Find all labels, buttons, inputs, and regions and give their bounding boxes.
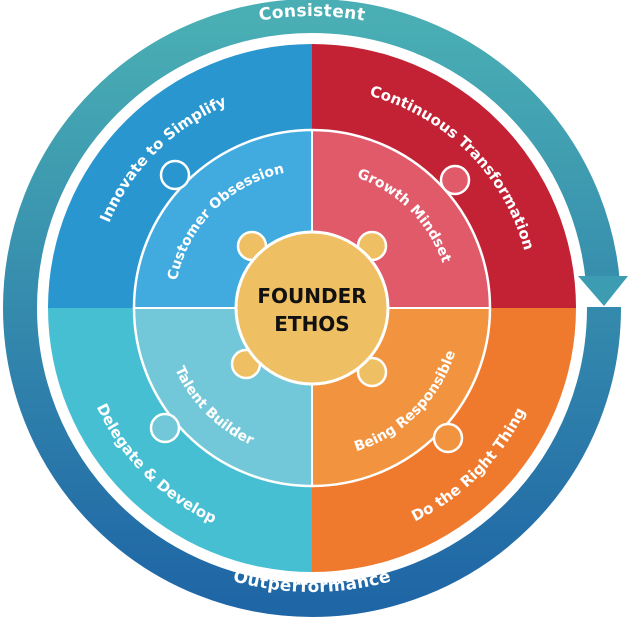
center-circle: [234, 230, 390, 386]
center-title-line1: FOUNDER: [257, 284, 366, 308]
node-circle-top-left: [159, 159, 191, 191]
outer-ring: [3, 0, 621, 617]
node-circle-top-right: [439, 164, 471, 196]
cycle-arrow-icon: [578, 276, 628, 306]
center-title-line2: ETHOS: [274, 312, 349, 336]
center-satellite-bottom-right: [356, 356, 388, 388]
node-circle-bottom-left: [149, 412, 181, 444]
node-circle-bottom-right: [432, 422, 464, 454]
